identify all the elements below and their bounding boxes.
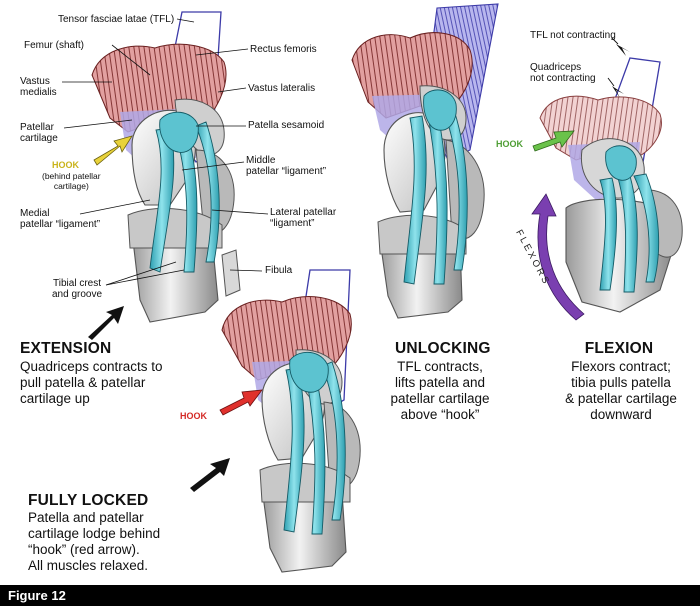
label-middle-ligament: Middle patellar “ligament” <box>246 155 327 177</box>
caption-unlocking-title: UNLOCKING <box>395 340 491 357</box>
label-vastus-medialis: Vastus medialis <box>20 76 57 98</box>
label-hook-green: HOOK <box>496 139 523 149</box>
label-tfl-not-contracting: TFL not contracting <box>530 30 616 41</box>
label-hook-yellow: HOOK <box>52 160 79 170</box>
label-vastus-lateralis: Vastus lateralis <box>248 83 316 94</box>
label-fibula: Fibula <box>265 265 293 276</box>
figure-label: Figure 12 <box>8 588 66 603</box>
label-hook-red: HOOK <box>180 411 207 421</box>
label-medial-ligament: Medial patellar “ligament” <box>20 208 101 230</box>
caption-locked-body: Patella and patellar cartilage lodge beh… <box>28 510 161 573</box>
label-lateral-ligament: Lateral patellar “ligament” <box>270 207 337 229</box>
caption-unlocking-body: TFL contracts, lifts patella and patella… <box>390 359 490 422</box>
knee-extension <box>62 11 269 340</box>
figure-label-bar: Figure 12 <box>0 585 700 606</box>
caption-flexion-body: Flexors contract; tibia pulls patella & … <box>565 359 677 422</box>
label-femur: Femur (shaft) <box>24 40 85 51</box>
knee-fully-locked <box>190 269 361 573</box>
label-patellar-cartilage: Patellar cartilage <box>20 122 58 144</box>
caption-flexion-title: FLEXION <box>584 340 654 357</box>
label-rectus-femoris: Rectus femoris <box>250 44 317 55</box>
label-patella-sesamoid: Patella sesamoid <box>248 120 325 131</box>
caption-locked-title: FULLY LOCKED <box>28 492 149 509</box>
label-hook-note: (behind patellar cartilage) <box>42 171 101 191</box>
label-tibial-crest: Tibial crest and groove <box>52 278 103 300</box>
knee-flexion <box>531 37 683 321</box>
caption-extension-title: EXTENSION <box>20 340 112 357</box>
label-tfl: Tensor fasciae latae (TFL) <box>58 14 175 25</box>
label-quad-not-contracting: Quadriceps not contracting <box>530 62 596 84</box>
caption-extension-body: Quadriceps contracts to pull patella & p… <box>20 359 163 406</box>
knee-unlocking <box>351 3 499 319</box>
